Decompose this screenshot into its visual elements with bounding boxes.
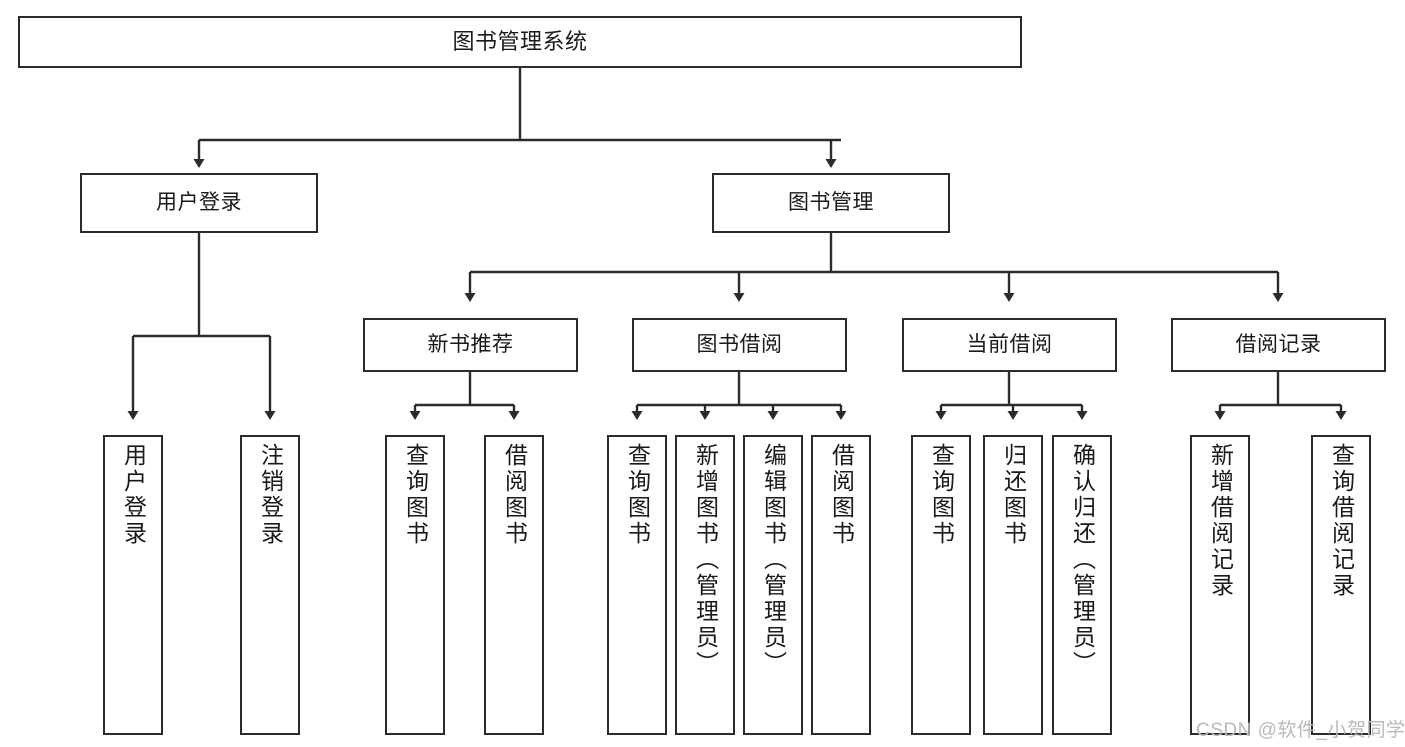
leaf-label: 查询借阅记录 [1328, 443, 1355, 599]
node-current-borrow-label: 当前借阅 [966, 333, 1053, 357]
node-borrow-records-label: 借阅记录 [1235, 333, 1322, 357]
leaf-label: 新增借阅记录 [1207, 443, 1234, 599]
node-new-book-recommend-label: 新书推荐 [427, 333, 514, 357]
leaf-add-borrow-record[interactable]: 新增借阅记录 [1190, 435, 1250, 735]
leaf-label: 借阅图书 [501, 443, 528, 547]
node-new-book-recommend[interactable]: 新书推荐 [363, 318, 578, 372]
leaf-label: 用户登录 [120, 443, 147, 547]
node-user-login-label: 用户登录 [156, 191, 242, 215]
node-borrow-records[interactable]: 借阅记录 [1171, 318, 1386, 372]
node-book-borrow-label: 图书借阅 [696, 333, 783, 357]
leaf-label: 新增图书（管理员） [692, 443, 719, 677]
leaf-label: 借阅图书 [828, 443, 855, 547]
leaf-logout[interactable]: 注销登录 [240, 435, 300, 735]
leaf-edit-book-admin[interactable]: 编辑图书（管理员） [743, 435, 803, 735]
node-current-borrow[interactable]: 当前借阅 [902, 318, 1117, 372]
leaf-return-book[interactable]: 归还图书 [983, 435, 1043, 735]
leaf-user-login[interactable]: 用户登录 [103, 435, 163, 735]
leaf-label: 确认归还（管理员） [1069, 443, 1096, 677]
leaf-query-books-new[interactable]: 查询图书 [385, 435, 445, 735]
leaf-label: 查询图书 [624, 443, 651, 547]
leaf-lend-book[interactable]: 借阅图书 [811, 435, 871, 735]
leaf-query-borrow-record[interactable]: 查询借阅记录 [1311, 435, 1371, 735]
node-book-borrow[interactable]: 图书借阅 [632, 318, 847, 372]
node-root-label: 图书管理系统 [452, 28, 588, 54]
node-user-login[interactable]: 用户登录 [80, 173, 318, 233]
node-book-management-label: 图书管理 [788, 191, 874, 215]
leaf-label: 归还图书 [1000, 443, 1027, 547]
leaf-add-book-admin[interactable]: 新增图书（管理员） [675, 435, 735, 735]
leaf-label: 查询图书 [402, 443, 429, 547]
csdn-watermark: CSDN @软件_小贺同学 [1196, 720, 1405, 741]
leaf-label: 注销登录 [257, 443, 284, 547]
leaf-confirm-return-admin[interactable]: 确认归还（管理员） [1052, 435, 1112, 735]
leaf-label: 查询图书 [928, 443, 955, 547]
leaf-label: 编辑图书（管理员） [760, 443, 787, 677]
node-root[interactable]: 图书管理系统 [18, 16, 1022, 68]
node-book-management[interactable]: 图书管理 [712, 173, 950, 233]
leaf-borrow-books-new[interactable]: 借阅图书 [484, 435, 544, 735]
leaf-query-books-current[interactable]: 查询图书 [911, 435, 971, 735]
leaf-query-books-borrow[interactable]: 查询图书 [607, 435, 667, 735]
